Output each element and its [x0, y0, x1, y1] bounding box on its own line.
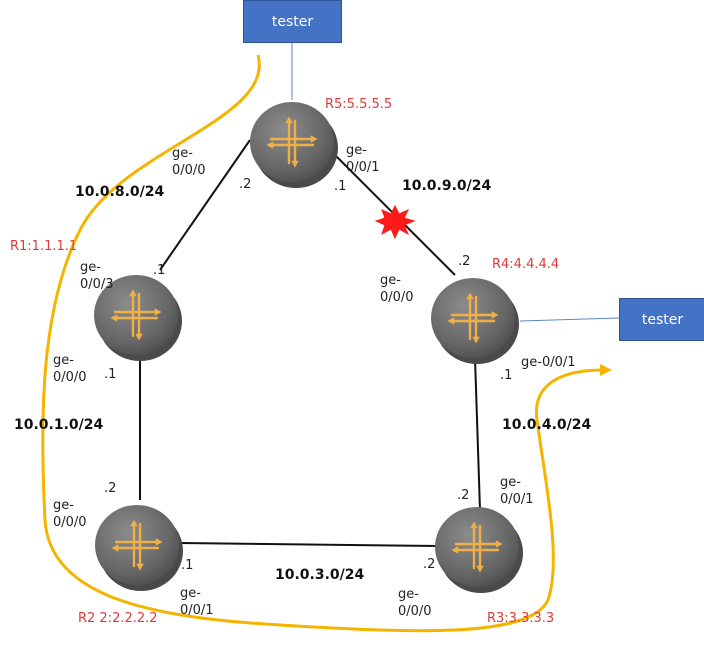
host-label-r2-right: .1 [181, 558, 194, 573]
router-r4[interactable] [431, 278, 519, 364]
network-label-n1: 10.0.1.0/24 [14, 417, 104, 433]
host-label-r2-top: .2 [104, 481, 117, 496]
router-r2[interactable] [95, 505, 183, 591]
link-failure-icon [374, 204, 416, 240]
host-label-r5-left: .2 [239, 177, 252, 192]
router-r3[interactable] [435, 507, 523, 593]
router-label-r2: R2 2:2.2.2.2 [78, 611, 158, 626]
network-label-n3: 10.0.3.0/24 [275, 567, 365, 583]
traffic-path [41, 54, 604, 633]
traffic-arrowhead-icon [600, 364, 612, 376]
host-label-r4-top: .2 [458, 254, 471, 269]
interface-label-r2-right: ge- 0/0/1 [180, 586, 214, 618]
interface-label-r4-top: ge- 0/0/0 [380, 273, 414, 305]
router-label-r1: R1:1.1.1.1 [10, 239, 78, 254]
link-tester-r4 [519, 317, 620, 322]
router-r5[interactable] [250, 102, 338, 188]
link-r4-r3 [474, 357, 481, 511]
router-label-r5: R5:5.5.5.5 [325, 97, 393, 112]
network-label-n4: 10.0.4.0/24 [502, 417, 592, 433]
router-r1[interactable] [94, 275, 182, 361]
interface-label-r5-right: ge- 0/0/1 [346, 143, 380, 175]
interface-label-r1-bottom: ge- 0/0/0 [53, 353, 87, 385]
host-label-r3-top: .2 [457, 488, 470, 503]
interface-label-r2-top: ge- 0/0/0 [53, 498, 87, 530]
interface-label-r5-left: ge- 0/0/0 [172, 146, 206, 178]
network-label-n9: 10.0.9.0/24 [402, 178, 492, 194]
host-label-r4-bottom: .1 [500, 368, 513, 383]
link-r1-r5 [159, 139, 251, 271]
host-label-r1-bottom: .1 [104, 367, 117, 382]
interface-label-r3-left: ge- 0/0/0 [398, 587, 432, 619]
host-label-r1-top: .1 [153, 263, 166, 278]
tester-right[interactable]: tester [619, 298, 704, 341]
router-label-r4: R4:4.4.4.4 [492, 257, 560, 272]
link-r2-r3 [179, 542, 439, 547]
interface-label-r4-out: ge-0/0/1 [521, 355, 576, 370]
interface-label-r1-top: ge- 0/0/3 [80, 260, 114, 292]
router-label-r3: R3:3.3.3.3 [487, 611, 555, 626]
host-label-r3-left: .2 [423, 557, 436, 572]
tester-top[interactable]: tester [243, 0, 342, 43]
host-label-r5-right: .1 [334, 179, 347, 194]
network-label-n8: 10.0.8.0/24 [75, 184, 165, 200]
interface-label-r3-top: ge- 0/0/1 [500, 475, 534, 507]
